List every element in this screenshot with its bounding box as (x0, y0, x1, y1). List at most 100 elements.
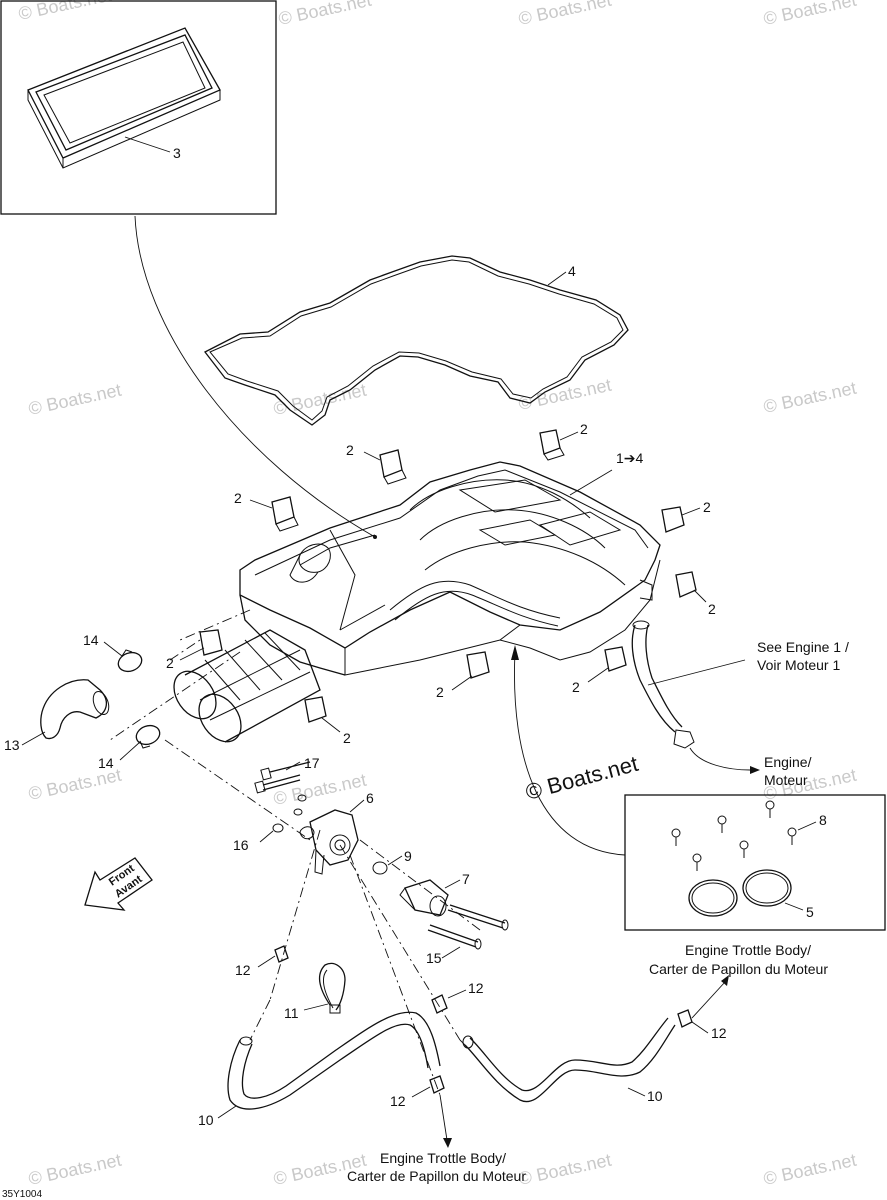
washer-part[interactable] (293, 808, 303, 816)
clip-part[interactable] (604, 646, 627, 672)
leader (691, 1021, 709, 1034)
watermark: © Boats.net (762, 0, 858, 29)
washer-part[interactable] (272, 823, 284, 833)
inset-frame (0, 0, 277, 215)
vent-hose-part[interactable] (462, 1017, 676, 1103)
screw-part[interactable] (671, 828, 681, 846)
throttle-arrow-line (439, 1094, 448, 1141)
o-ring-part[interactable] (372, 861, 388, 875)
callout-13: 13 (4, 737, 20, 753)
callout-10: 10 (198, 1112, 214, 1128)
callout-14: 14 (98, 755, 114, 771)
leader (797, 821, 817, 831)
o-ring-part[interactable] (742, 869, 792, 907)
hose-clamp-part[interactable] (677, 1009, 693, 1028)
gasket-part[interactable] (204, 255, 629, 426)
air-filter-inset: 3 (0, 0, 277, 215)
bolt-part[interactable] (447, 904, 509, 931)
air-filter-part[interactable] (27, 27, 221, 169)
screw-part[interactable] (254, 774, 301, 794)
inset-leader (134, 215, 376, 538)
adapter-housing-part[interactable] (299, 809, 359, 875)
callout-2: 2 (580, 421, 588, 437)
engine-note: Engine/ (764, 754, 812, 770)
intake-bellows-part[interactable] (165, 629, 321, 750)
inset2-leader (514, 651, 626, 856)
leader (444, 879, 461, 889)
elbow-hose-part[interactable] (40, 679, 112, 740)
watermark: © Boats.net (517, 375, 613, 414)
callout-2: 2 (346, 442, 354, 458)
leader (647, 659, 746, 686)
strap-part[interactable] (318, 962, 346, 1014)
see-engine-note: See Engine 1 / (757, 639, 849, 655)
watermark: © Boats.net (27, 380, 123, 419)
screw-part[interactable] (765, 800, 775, 818)
front-arrow: Front Avant (84, 857, 153, 911)
leader (103, 641, 123, 657)
clip-part[interactable] (199, 629, 223, 656)
screw-part[interactable] (787, 827, 797, 845)
hose-clamp-part[interactable] (431, 994, 448, 1014)
leader (259, 830, 274, 843)
callout-14: 14 (83, 632, 99, 648)
callout-12: 12 (468, 980, 484, 996)
arrow-head (511, 645, 519, 660)
center-line (179, 609, 251, 641)
clamp-part[interactable] (116, 649, 145, 674)
screw-part[interactable] (260, 761, 311, 781)
throttle-body-note: Engine Trottle Body/ (685, 942, 811, 958)
hose-clamp-part[interactable] (274, 945, 289, 963)
clip-part[interactable] (675, 571, 697, 598)
center-stamp: © Boats.net (523, 751, 641, 805)
leader (363, 451, 381, 461)
washer-part[interactable] (297, 794, 307, 802)
callout-11: 11 (284, 1005, 299, 1021)
callout-10: 10 (647, 1088, 663, 1104)
clip-part[interactable] (539, 429, 565, 461)
leader (285, 761, 301, 771)
callout-12: 12 (390, 1093, 406, 1109)
leader (257, 955, 276, 968)
engine-arrow-line (689, 747, 751, 771)
screw-part[interactable] (717, 815, 727, 833)
clip-part[interactable] (271, 496, 299, 532)
drain-hose-part[interactable] (631, 620, 695, 749)
watermark: © Boats.net (517, 1150, 613, 1189)
leader (321, 717, 341, 733)
hose-clamp-part[interactable] (429, 1075, 445, 1094)
center-line (164, 739, 311, 841)
center-line (169, 639, 201, 661)
arrow-head (443, 1138, 452, 1148)
clip-part[interactable] (304, 696, 327, 723)
screw-part[interactable] (692, 853, 702, 871)
engine-note-fr: Moteur (764, 772, 808, 788)
leader (784, 902, 804, 911)
watermark: © Boats.net (517, 0, 613, 29)
watermark: © Boats.net (762, 378, 858, 417)
arrow-head (750, 766, 760, 774)
watermark: © Boats.net (27, 1150, 123, 1189)
screw-part[interactable] (739, 840, 749, 858)
leader (249, 499, 273, 509)
clip-part[interactable] (661, 506, 685, 533)
clip-part[interactable] (466, 651, 490, 679)
o-ring-part[interactable] (688, 879, 738, 917)
callout-3: 3 (173, 145, 181, 161)
callout-2: 2 (708, 601, 716, 617)
watermark: © Boats.net (17, 0, 113, 24)
clamp-part[interactable] (134, 722, 163, 749)
vent-hose-part[interactable] (227, 1011, 441, 1110)
leader (441, 946, 461, 959)
callout-2: 2 (703, 499, 711, 515)
clip-part[interactable] (379, 449, 407, 485)
throttle-body-note: Engine Trottle Body/ (380, 1150, 506, 1166)
air-intake-housing[interactable] (239, 461, 661, 676)
bolt-part[interactable] (427, 924, 482, 950)
leader (349, 799, 365, 813)
leader (569, 469, 613, 496)
sensor-part[interactable] (399, 879, 449, 917)
callout-9: 9 (404, 848, 412, 864)
